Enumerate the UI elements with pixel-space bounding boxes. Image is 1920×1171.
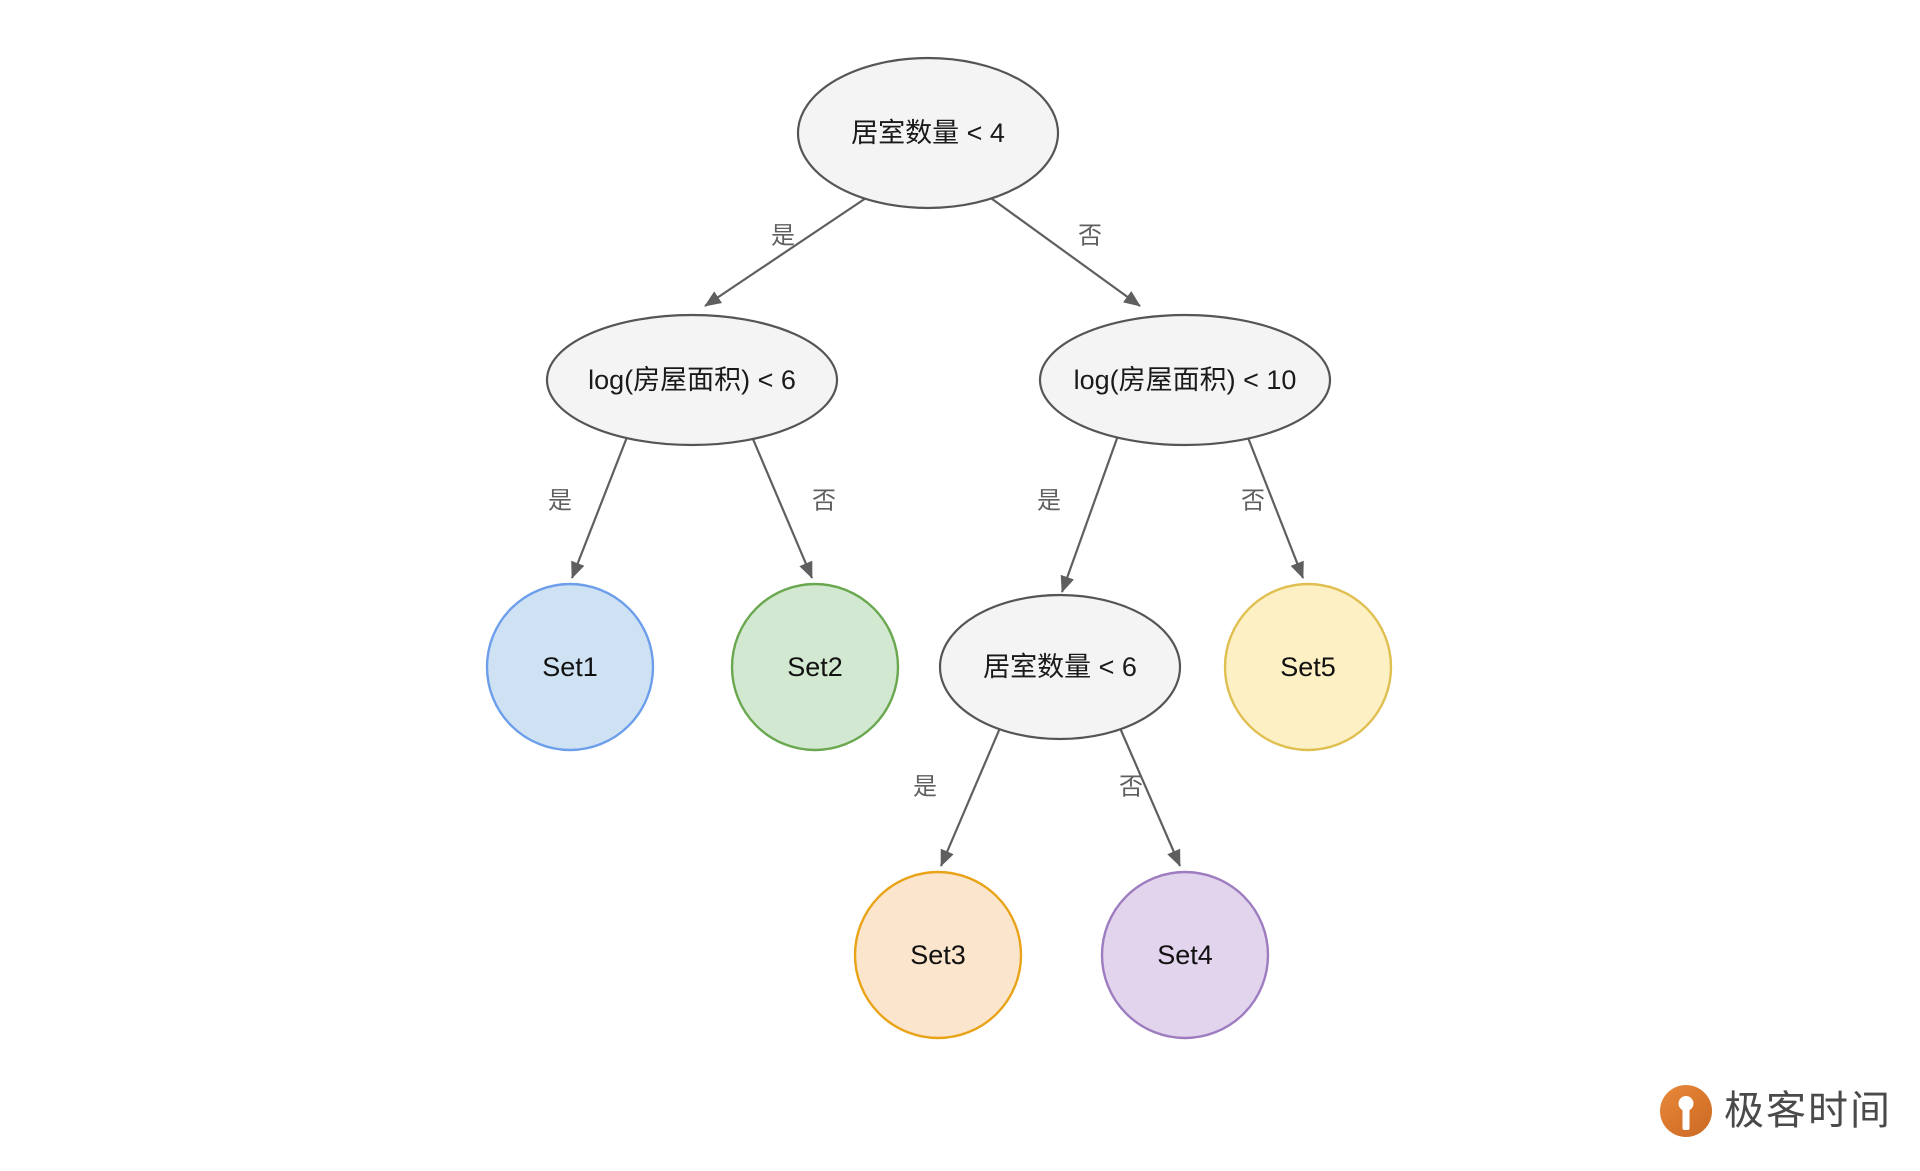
node-set1[interactable]: Set1 xyxy=(485,582,655,752)
decision-nodes-group: 居室数量 < 4 log(房屋面积) < 6 log(房屋面积) < 10 居室… xyxy=(545,56,1332,741)
edge-root-to-left xyxy=(704,195,870,307)
node-set5-label: Set5 xyxy=(1280,652,1336,682)
edge-root-to-right xyxy=(987,195,1141,307)
edges-group xyxy=(570,195,1305,867)
node-rooms-lt-6-label: 居室数量 < 6 xyxy=(983,652,1137,682)
node-set4[interactable]: Set4 xyxy=(1100,870,1270,1040)
edge-label-mid-no: 否 xyxy=(1119,773,1143,800)
watermark-brand-text: 极客时间 xyxy=(1724,1088,1892,1134)
node-set5-shape[interactable] xyxy=(1223,582,1393,752)
edge-label-left-no: 否 xyxy=(812,487,836,514)
node-set2-label: Set2 xyxy=(787,652,843,682)
node-rooms-lt-6[interactable]: 居室数量 < 6 xyxy=(938,593,1182,741)
edge-label-mid-yes: 是 xyxy=(913,773,937,800)
node-log-area-lt-10[interactable]: log(房屋面积) < 10 xyxy=(1038,313,1332,447)
edge-label-left-yes: 是 xyxy=(548,487,572,514)
node-set3-shape[interactable] xyxy=(853,870,1023,1040)
edge-label-root-yes: 是 xyxy=(771,222,795,249)
geektime-logo-icon xyxy=(1660,1085,1712,1137)
node-set1-label: Set1 xyxy=(542,652,598,682)
node-set2-shape[interactable] xyxy=(730,582,900,752)
edge-left-to-set1 xyxy=(570,431,631,579)
node-set1-shape[interactable] xyxy=(485,582,655,752)
edge-label-right-no: 否 xyxy=(1241,487,1265,514)
node-set4-shape[interactable] xyxy=(1100,870,1270,1040)
node-root-shape[interactable] xyxy=(796,56,1060,210)
edge-label-root-no: 否 xyxy=(1078,222,1102,249)
node-root[interactable]: 居室数量 < 4 xyxy=(796,56,1060,210)
edge-right-to-mid xyxy=(1060,429,1122,593)
node-log-area-lt-10-label: log(房屋面积) < 10 xyxy=(1074,365,1297,395)
node-log-area-lt-6-label: log(房屋面积) < 6 xyxy=(588,365,796,395)
node-log-area-lt-6[interactable]: log(房屋面积) < 6 xyxy=(545,313,839,447)
watermark: 极客时间 xyxy=(1660,1085,1892,1137)
edge-left-to-set2 xyxy=(748,431,814,579)
node-root-label: 居室数量 < 4 xyxy=(851,118,1005,148)
node-set2[interactable]: Set2 xyxy=(730,582,900,752)
node-rooms-lt-6-shape[interactable] xyxy=(938,593,1182,741)
edge-mid-to-set4 xyxy=(1118,727,1182,867)
node-log-area-lt-6-shape[interactable] xyxy=(545,313,839,447)
edge-labels-group: 是 否 是 否 是 否 是 否 xyxy=(548,222,1265,800)
node-set3-label: Set3 xyxy=(910,940,966,970)
edge-mid-to-set3 xyxy=(939,727,1002,867)
edge-label-right-yes: 是 xyxy=(1037,487,1061,514)
node-set5[interactable]: Set5 xyxy=(1223,582,1393,752)
node-set4-label: Set4 xyxy=(1157,940,1213,970)
edge-right-to-set5 xyxy=(1243,429,1305,579)
node-log-area-lt-10-shape[interactable] xyxy=(1038,313,1332,447)
leaf-nodes-group: Set1 Set2 Set5 Set3 Set4 xyxy=(485,582,1393,1040)
node-set3[interactable]: Set3 xyxy=(853,870,1023,1040)
